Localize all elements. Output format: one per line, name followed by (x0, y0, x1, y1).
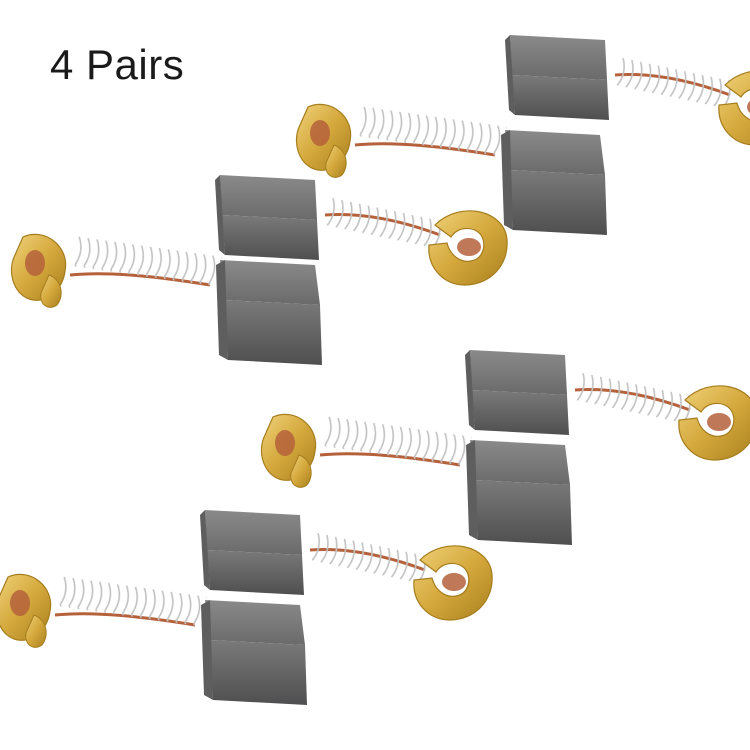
brush-pair-4 (0, 508, 494, 707)
brush-pair-2 (9, 173, 509, 367)
pair-count-caption: 4 Pairs (50, 41, 185, 88)
brush-pair-3 (259, 348, 750, 547)
